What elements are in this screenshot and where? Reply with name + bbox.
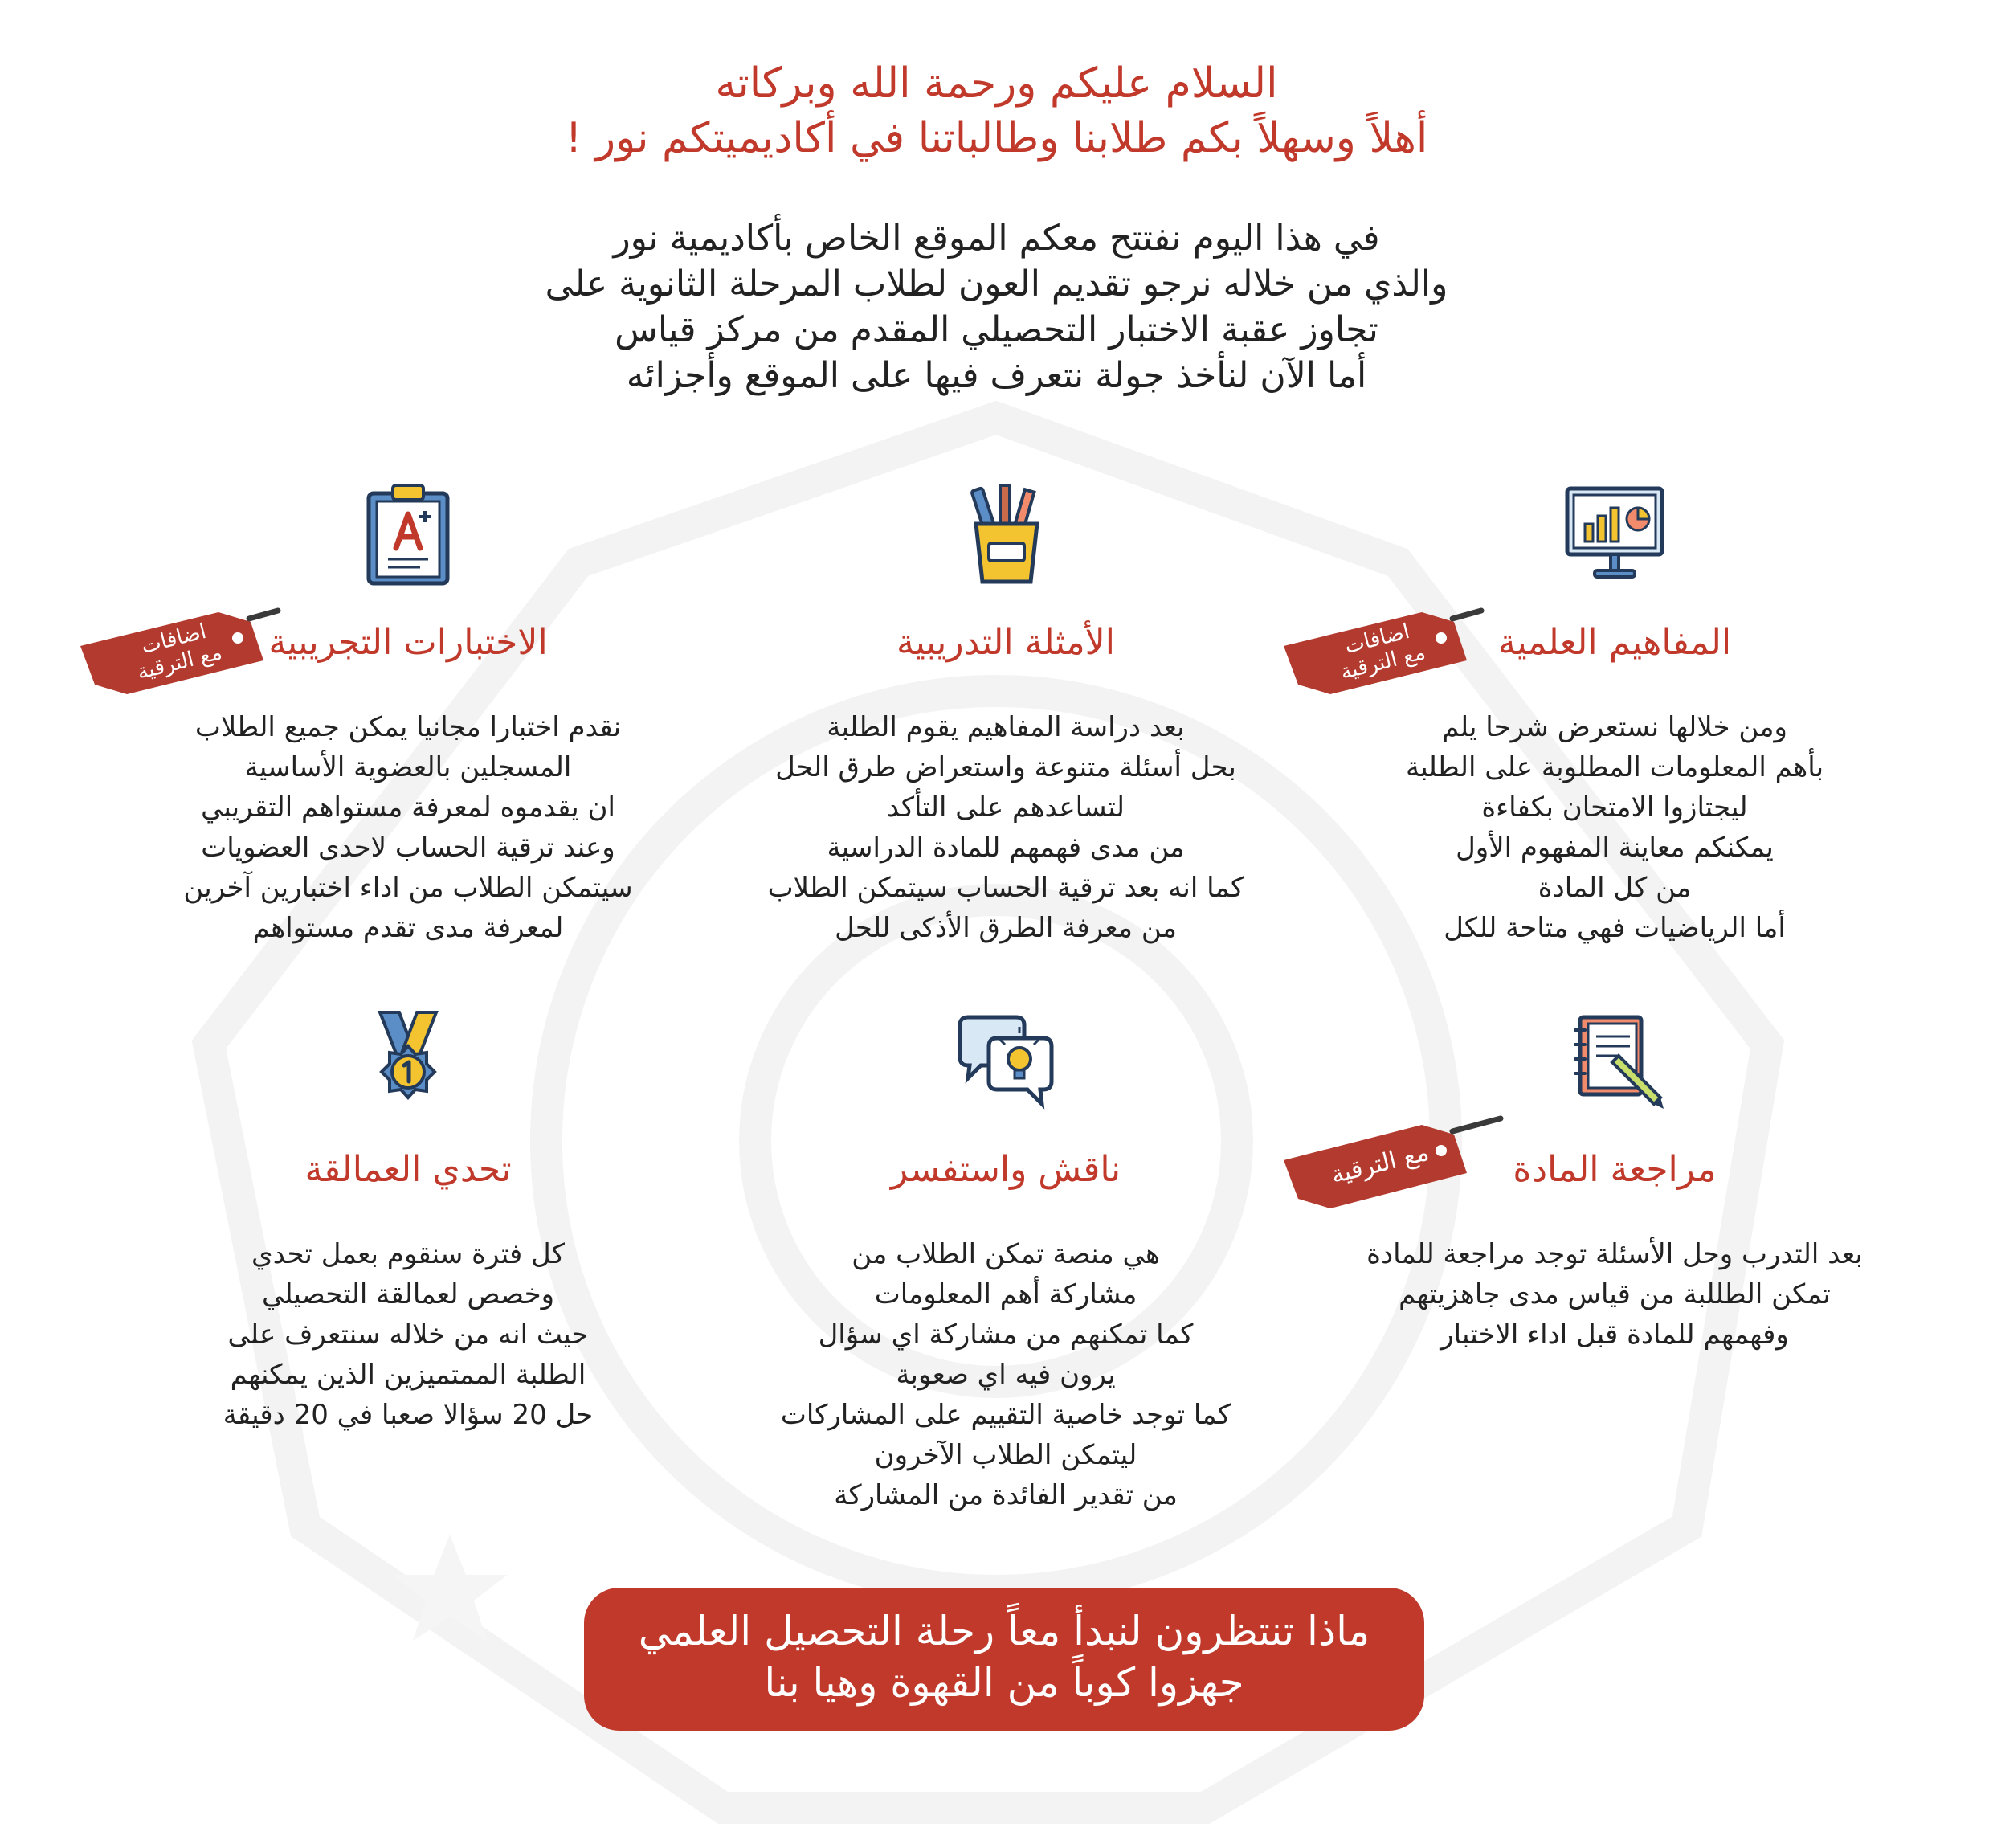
description-line: لمعرفة مدى تقدم مستواهم (252, 912, 564, 944)
description-line: كما توجد خاصية التقييم على المشاركات (780, 1399, 1231, 1431)
description-line: حيث انه من خلاله سنتعرف على (227, 1319, 589, 1351)
pencil-cup-icon (954, 482, 1058, 587)
cta-line-2: جهزوا كوباً من القهوة وهيا بنا (764, 1659, 1244, 1706)
description-line: سيتمكن الطلاب من اداء اختبارين آخرين (183, 872, 633, 904)
description-line: ليتمكن الطلاب الآخرون (874, 1439, 1137, 1471)
upgrade-badge: اضافات مع الترقية (1284, 604, 1517, 717)
feature-title: ناقش واستفسر (890, 1149, 1121, 1190)
feature-description: نقدم اختبارا مجانيا يمكن جميع الطلاب الم… (111, 707, 705, 948)
description-line: من مدى فهمهم للمادة الدراسية (827, 832, 1185, 864)
feature-description: ومن خلالها نستعرض شرحا يلم بأهم المعلوما… (1317, 707, 1912, 948)
description-line: كل فترة سنقوم بعمل تحدي (251, 1238, 565, 1270)
feature-title: الاختبارات التجريبية (268, 622, 548, 663)
description-line: تمكن الطللبة من قياس مدى جاهزيتهم (1399, 1278, 1831, 1310)
description-line: أما الرياضيات فهي متاحة للكل (1444, 912, 1786, 944)
intro-paragraph: في هذا اليوم نفتتح معكم الموقع الخاص بأك… (0, 215, 1993, 399)
description-line: حل 20 سؤالا صعبا في 20 دقيقة (223, 1399, 594, 1431)
intro-line: والذي من خلاله نرجو تقديم العون لطلاب ال… (545, 264, 1448, 305)
description-line: من كل المادة (1538, 872, 1692, 904)
notebook-pencil-icon (1562, 1009, 1667, 1114)
description-line: ليجتازوا الامتحان بكفاءة (1481, 791, 1748, 824)
description-line: ومن خلالها نستعرض شرحا يلم (1442, 711, 1787, 743)
graded-test-clipboard-icon (356, 482, 460, 587)
description-line: كما تمكنهم من مشاركة اي سؤال (818, 1319, 1194, 1351)
intro-line: تجاوز عقبة الاختبار التحصيلي المقدم من م… (615, 309, 1378, 350)
description-line: من معرفة الطرق الأذكى للحل (835, 912, 1177, 944)
description-line: من تقدير الفائدة من المشاركة (834, 1479, 1178, 1511)
feature-title: تحدي العمالقة (304, 1149, 512, 1190)
call-to-action-banner: ماذا تنتظرون لنبدأ معاً رحلة التحصيل الع… (584, 1588, 1424, 1731)
description-line: نقدم اختبارا مجانيا يمكن جميع الطلاب (194, 711, 622, 743)
description-line: هي منصة تمكن الطلاب من (852, 1238, 1160, 1270)
description-line: وعند ترقية الحساب لاحدى العضويات (201, 832, 615, 864)
chat-bubbles-lightbulb-icon (954, 1009, 1058, 1114)
description-line: بحل أسئلة متنوعة واستعراض طرق الحل (775, 751, 1236, 783)
feature-description: بعد دراسة المفاهيم يقوم الطلبة بحل أسئلة… (709, 707, 1303, 948)
description-line: يرون فيه اي صعوبة (896, 1359, 1116, 1391)
cta-line-1: ماذا تنتظرون لنبدأ معاً رحلة التحصيل الع… (638, 1608, 1370, 1654)
feature-description: هي منصة تمكن الطلاب من مشاركة أهم المعلو… (709, 1234, 1303, 1515)
upgrade-badge: مع الترقية (1284, 1110, 1517, 1223)
feature-title: المفاهيم العلمية (1497, 622, 1732, 663)
feature-title: مراجعة المادة (1513, 1149, 1717, 1190)
description-line: كما انه بعد ترقية الحساب سيتمكن الطلاب (767, 872, 1244, 904)
description-line: ان يقدموه لمعرفة مستواهم التقريبي (201, 791, 615, 824)
greeting-line-2: أهلاً وسهلاً بكم طلابنا وطالباتنا في أكا… (565, 114, 1428, 162)
description-line: الطلبة الممتميزين الذين يمكنهم (230, 1359, 586, 1391)
description-line: لتساعدهم على التأكد (887, 791, 1125, 824)
medal-icon (356, 1009, 460, 1114)
presentation-chart-icon (1562, 482, 1667, 587)
feature-description: كل فترة سنقوم بعمل تحدي وخصص لعمالقة الت… (111, 1234, 705, 1435)
description-line: بعد التدرب وحل الأسئلة توجد مراجعة للماد… (1366, 1238, 1863, 1270)
feature-description: بعد التدرب وحل الأسئلة توجد مراجعة للماد… (1317, 1234, 1912, 1355)
greeting-line-1: السلام عليكم ورحمة الله وبركاته (715, 59, 1278, 108)
intro-line: في هذا اليوم نفتتح معكم الموقع الخاص بأك… (613, 218, 1380, 259)
description-line: المسجلين بالعضوية الأساسية (244, 751, 572, 783)
upgrade-badge: اضافات مع الترقية (80, 604, 313, 717)
intro-line: أما الآن لنأخذ جولة نتعرف فيها على الموق… (626, 355, 1367, 396)
description-line: وخصص لعمالقة التحصيلي (261, 1278, 555, 1310)
feature-title: الأمثلة التدريبية (896, 622, 1115, 663)
description-line: بأهم المعلومات المطلوبة على الطلبة (1405, 751, 1824, 783)
description-line: مشاركة أهم المعلومات (874, 1278, 1137, 1310)
description-line: وفهمهم للمادة قبل اداء الاختبار (1440, 1319, 1789, 1351)
description-line: بعد دراسة المفاهيم يقوم الطلبة (827, 711, 1185, 743)
description-line: يمكنكم معاينة المفهوم الأول (1456, 832, 1774, 864)
